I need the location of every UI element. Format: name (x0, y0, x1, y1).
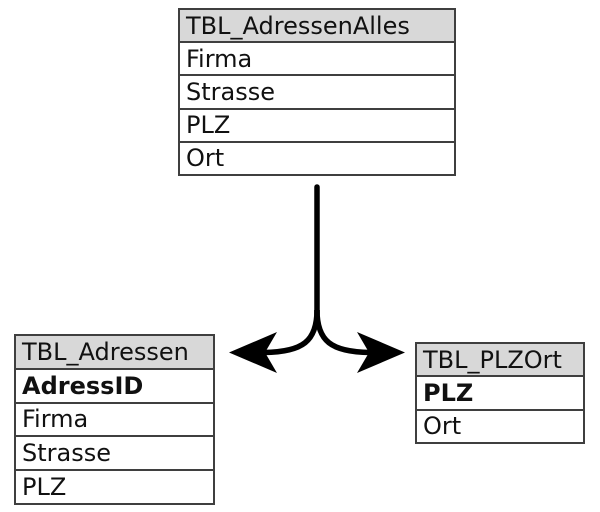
table-source: TBL_AdressenAlles Firma Strasse PLZ Ort (178, 8, 456, 176)
table-source-field: Firma (180, 41, 454, 74)
table-source-title: TBL_AdressenAlles (180, 10, 454, 42)
table-left: TBL_Adressen AdressID Firma Strasse PLZ (14, 334, 215, 505)
table-left-title: TBL_Adressen (16, 336, 213, 368)
table-right-title: TBL_PLZOrt (417, 344, 583, 376)
table-right-field-key: PLZ (417, 375, 583, 408)
table-left-field: Strasse (16, 435, 213, 469)
table-left-field: PLZ (16, 469, 213, 503)
table-source-field: PLZ (180, 107, 454, 141)
table-right-field: Ort (417, 408, 583, 442)
table-source-field: Ort (180, 140, 454, 174)
table-source-field: Strasse (180, 74, 454, 107)
table-right: TBL_PLZOrt PLZ Ort (415, 342, 585, 444)
table-left-field: Firma (16, 401, 213, 436)
table-left-field-key: AdressID (16, 367, 213, 402)
